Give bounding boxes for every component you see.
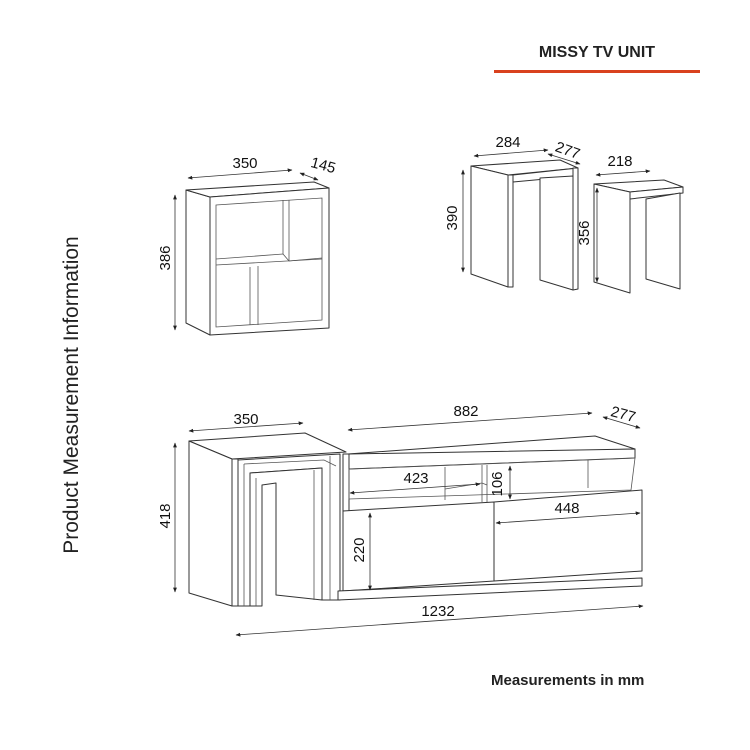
shelf-opening-height-label: 106 bbox=[489, 471, 506, 496]
large-nesting-table: 284 277 390 bbox=[444, 134, 582, 291]
table-height-label: 418 bbox=[157, 503, 174, 528]
product-title: MISSY TV UNIT bbox=[538, 44, 656, 61]
assembled-nesting-tables: 350 418 bbox=[157, 411, 347, 607]
small-table-width-label: 218 bbox=[607, 153, 632, 170]
large-table-width-label: 284 bbox=[495, 134, 520, 151]
tv-unit: 882 277 423 106 448 220 1232 bbox=[235, 403, 644, 637]
large-table-depth-label: 277 bbox=[553, 139, 582, 164]
shelf-opening-width-label: 423 bbox=[403, 470, 428, 487]
door-width-label: 448 bbox=[554, 500, 579, 517]
small-nesting-table: 218 356 bbox=[576, 153, 684, 294]
small-table-height-label: 356 bbox=[576, 220, 593, 245]
table-width-label: 350 bbox=[233, 411, 258, 428]
units-note: Measurements in mm bbox=[491, 672, 645, 689]
title-underline bbox=[494, 70, 700, 73]
wall-shelf: 350 145 386 bbox=[157, 154, 338, 336]
door-height-label: 220 bbox=[351, 537, 368, 562]
large-table-height-label: 390 bbox=[444, 205, 461, 230]
shelf-depth-label: 145 bbox=[309, 154, 338, 177]
shelf-width-label: 350 bbox=[232, 155, 257, 172]
unit-width-label: 882 bbox=[453, 403, 478, 420]
shelf-height-label: 386 bbox=[157, 245, 174, 270]
total-width-label: 1232 bbox=[421, 603, 454, 620]
unit-depth-label: 277 bbox=[609, 403, 638, 426]
